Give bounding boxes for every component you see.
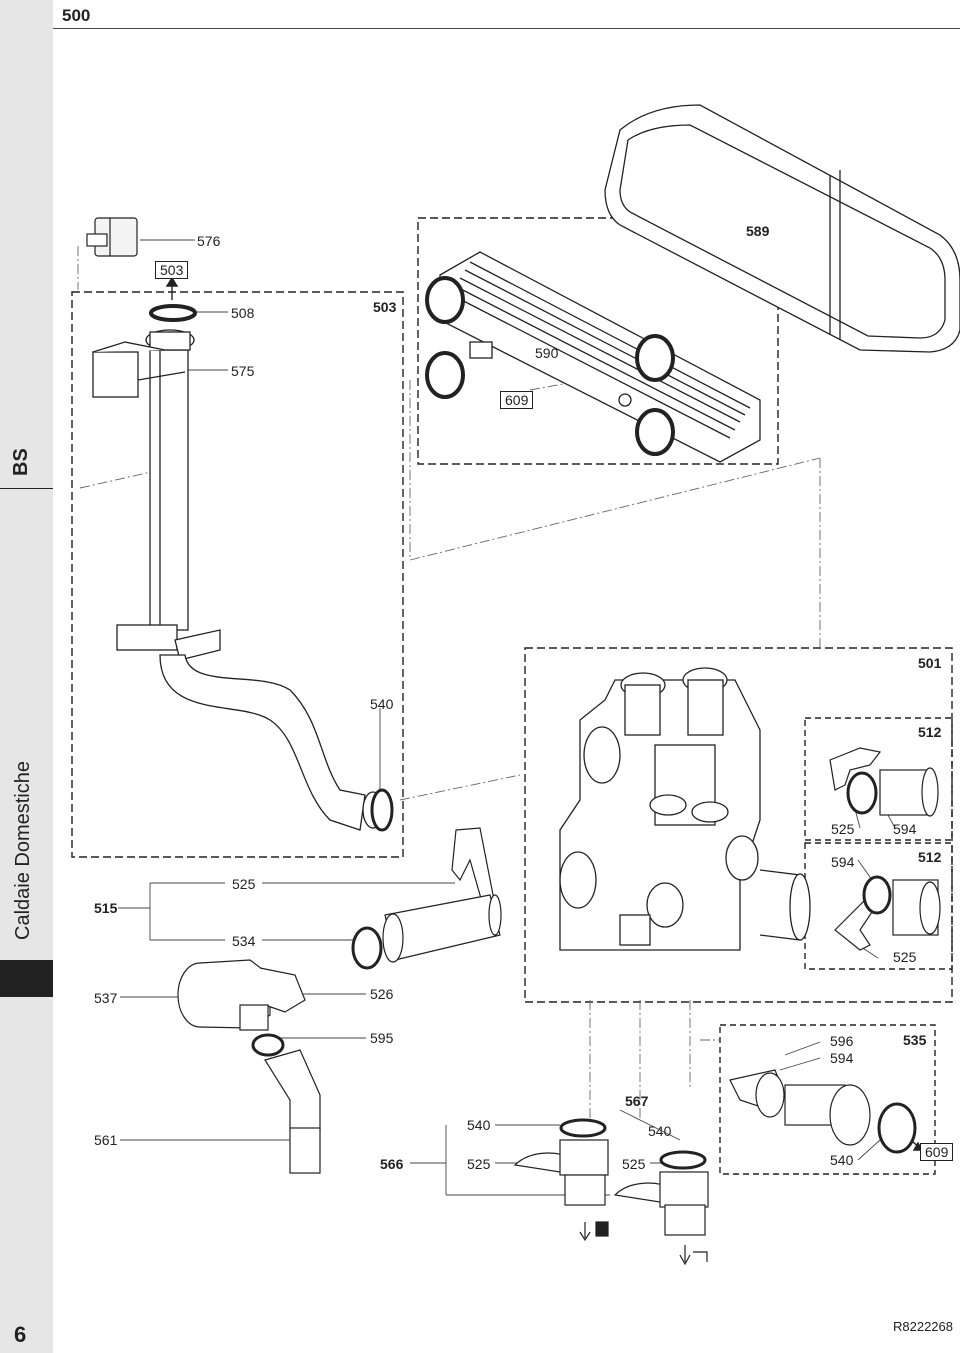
- part-label-503-ref: 503: [155, 261, 189, 279]
- group-label-512-b: 512: [918, 849, 942, 865]
- group-box-503: [71, 291, 404, 858]
- seal-595: [251, 1033, 285, 1057]
- seal-508: [149, 304, 197, 322]
- part-label-525-a: 525: [831, 821, 855, 837]
- clip-576: [86, 217, 138, 257]
- page-number: 6: [14, 1322, 27, 1347]
- part-label-525-c: 525: [232, 876, 256, 892]
- sidebar-divider: [0, 488, 53, 489]
- group-label-567: 567: [625, 1093, 649, 1109]
- group-label-535: 535: [903, 1032, 927, 1048]
- group-label-515: 515: [94, 900, 118, 916]
- section-code: 500: [62, 6, 91, 25]
- sidebar: [0, 0, 53, 1353]
- part-label-594-b: 594: [831, 854, 855, 870]
- part-label-534: 534: [232, 933, 256, 949]
- group-label-501: 501: [918, 655, 942, 671]
- header-bar: [53, 0, 960, 29]
- part-label-525-b: 525: [893, 949, 917, 965]
- heat-exchanger: [425, 104, 960, 463]
- part-label-590: 590: [535, 345, 559, 361]
- group-box-512a: [804, 717, 953, 841]
- part-label-537: 537: [94, 990, 118, 1006]
- valve-body: [559, 667, 811, 951]
- part-label-595: 595: [370, 1030, 394, 1046]
- part-label-609-bottom: 609: [920, 1143, 954, 1161]
- part-label-561: 561: [94, 1132, 118, 1148]
- drain-567: [613, 1150, 709, 1266]
- part-label-525-e: 525: [622, 1156, 646, 1172]
- part-label-526: 526: [370, 986, 394, 1002]
- group-label-512-a: 512: [918, 724, 942, 740]
- part-label-540-b: 540: [467, 1117, 491, 1133]
- part-label-525-d: 525: [467, 1156, 491, 1172]
- part-label-576: 576: [197, 233, 221, 249]
- part-label-575: 575: [231, 363, 255, 379]
- fitting-537: [177, 959, 306, 1031]
- clip-512a: [829, 747, 939, 817]
- clip-525: [451, 827, 495, 903]
- part-label-594-c: 594: [830, 1050, 854, 1066]
- pipe-assembly: [92, 329, 394, 832]
- elbow-561: [264, 1049, 321, 1174]
- part-label-609-top: 609: [500, 391, 534, 409]
- part-label-508: 508: [231, 305, 255, 321]
- filter-534: [351, 894, 502, 970]
- part-label-596: 596: [830, 1033, 854, 1049]
- valve-535: [729, 1069, 917, 1154]
- group-label-503: 503: [373, 299, 397, 315]
- drain-566: [513, 1118, 609, 1242]
- group-label-589: 589: [746, 223, 770, 239]
- part-label-594-a: 594: [893, 821, 917, 837]
- part-label-540-c: 540: [648, 1123, 672, 1139]
- clip-512b: [834, 875, 941, 951]
- part-label-540-d: 540: [830, 1152, 854, 1168]
- group-box-535: [719, 1024, 936, 1175]
- leader-lines: [118, 239, 896, 1196]
- group-box-589: [417, 217, 779, 465]
- document-code: R8222268: [893, 1319, 953, 1334]
- part-label-540-a: 540: [370, 696, 394, 712]
- group-label-566: 566: [380, 1156, 404, 1172]
- sidebar-marker: [0, 960, 53, 997]
